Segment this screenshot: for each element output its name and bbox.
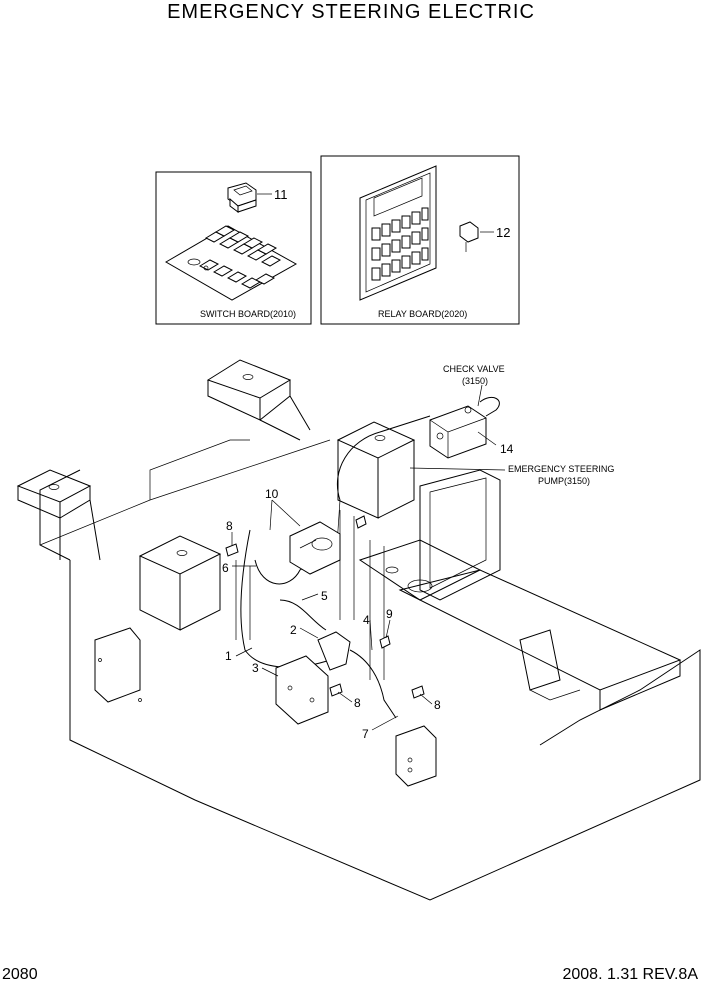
emergency-pump-motor-icon — [289, 521, 341, 575]
page-title: EMERGENCY STEERING ELECTRIC — [167, 1, 535, 23]
check-valve-block-icon — [429, 397, 500, 459]
switch-panel-icon — [165, 225, 298, 301]
callout-9: 9 — [386, 607, 393, 621]
bracket-plate-icon — [275, 655, 329, 725]
check-valve-code: (3150) — [462, 376, 488, 386]
switch-board-caption: SWITCH BOARD(2010) — [200, 309, 296, 319]
page-number: 2080 — [2, 966, 38, 983]
relay-bracket-icon — [395, 725, 437, 787]
machine-frame — [16, 359, 701, 901]
relay-board-caption: RELAY BOARD(2020) — [378, 309, 467, 319]
relay-panel-icon — [359, 165, 437, 301]
callout-11: 11 — [274, 187, 288, 202]
rocker-switch-icon — [227, 182, 257, 213]
pump-label-line2: PUMP(3150) — [538, 476, 590, 486]
switch-board-inset: 11 SWITCH BOARD(2010 — [155, 171, 312, 325]
callout-12: 12 — [496, 225, 510, 240]
callout-5: 5 — [321, 589, 328, 603]
check-valve-label: CHECK VALVE — [443, 364, 505, 374]
callout-8a: 8 — [226, 519, 233, 533]
callout-8b: 8 — [354, 696, 361, 710]
leader-lines — [231, 384, 506, 731]
callout-2: 2 — [290, 623, 297, 637]
callout-4: 4 — [363, 613, 370, 627]
date-revision: 2008. 1.31 REV.8A — [562, 966, 698, 983]
wiring-harness — [240, 415, 431, 719]
callout-3: 3 — [252, 661, 259, 675]
solenoid-icon — [317, 631, 351, 671]
callout-14: 14 — [500, 442, 514, 456]
relay-icon — [459, 221, 479, 252]
callout-8c: 8 — [434, 698, 441, 712]
relay-board-inset: 12 RELAY BOARD(2020) — [320, 155, 520, 325]
callout-7: 7 — [362, 727, 369, 741]
callout-6: 6 — [222, 561, 229, 575]
callout-10: 10 — [265, 487, 279, 501]
callout-1: 1 — [225, 649, 232, 663]
pump-label-line1: EMERGENCY STEERING — [508, 464, 614, 474]
